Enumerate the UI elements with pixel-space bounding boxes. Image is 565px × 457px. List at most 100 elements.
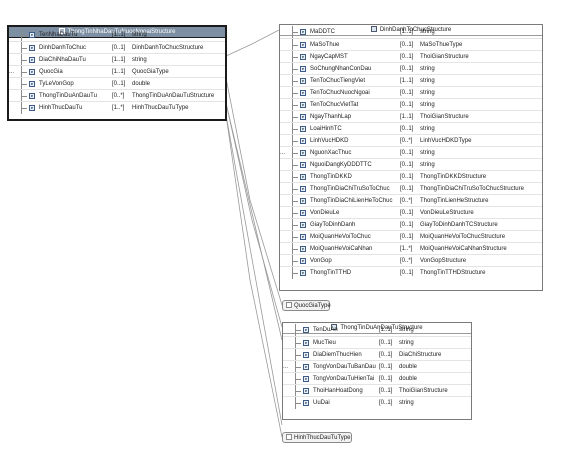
tree-connector [290, 231, 300, 243]
element-type: string [420, 66, 435, 72]
element-type: HinhThucDauTuType [132, 105, 189, 111]
collapse-marker[interactable]: ... [280, 150, 286, 156]
tree-connector [19, 102, 29, 114]
element-type: string [420, 126, 435, 132]
tree-connector [290, 195, 300, 207]
element-type: string [420, 102, 435, 108]
element-name: TongVonDauTuBanDau [313, 364, 376, 370]
element-icon: e [300, 198, 306, 204]
element-icon: e [300, 186, 306, 192]
element-icon: e [29, 93, 35, 99]
simple-type-icon [286, 302, 292, 309]
complex-type-icon [331, 324, 338, 331]
element-cardinality: [0..1] [112, 81, 126, 87]
element-type: MaSoThueType [420, 42, 463, 48]
tree-connector [290, 99, 300, 111]
element-type: ThoiGianStructure [420, 54, 469, 60]
type-ref-hinh-thuc[interactable]: HinhThucDauTuType [282, 432, 352, 443]
tree-connector [293, 337, 303, 349]
collapse-marker[interactable]: ... [9, 69, 15, 75]
tree-connector [19, 29, 29, 41]
element-name: DiaDiemThucHien [313, 352, 362, 358]
element-icon: e [300, 246, 306, 252]
element-type: ThongTinTTHDStructure [420, 270, 486, 276]
tree-connector [19, 90, 29, 102]
element-name: TenNhaDauTu [39, 32, 78, 38]
element-type: string [420, 162, 435, 168]
element-name: UuDai [313, 400, 330, 406]
element-type: DiaChiStructure [399, 352, 442, 358]
element-icon: e [29, 57, 35, 63]
element-cardinality: [0..1] [112, 45, 126, 51]
tree-connector [290, 26, 300, 38]
element-name: ThoiHanHoatDong [313, 388, 363, 394]
element-cardinality: [1..*] [400, 246, 413, 252]
element-type: ThoiGianStructure [420, 114, 469, 120]
connector-duan-b [225, 102, 283, 341]
structure-header[interactable]: DinhDanhToChucStructure [280, 25, 542, 36]
element-icon: e [300, 150, 306, 156]
element-cardinality: [1..1] [112, 57, 126, 63]
element-row[interactable]: e SoChungNhanConDau [0..1] string [280, 62, 542, 75]
element-cardinality: [0..1] [400, 66, 414, 72]
element-icon: e [300, 162, 306, 168]
element-cardinality: [0..1] [400, 222, 414, 228]
type-ref-quoc-gia[interactable]: QuocGiaType [282, 300, 331, 311]
element-icon: e [300, 114, 306, 120]
element-cardinality: [0..1] [400, 42, 414, 48]
element-icon: e [300, 66, 306, 72]
structure-header[interactable]: ThongTinNhaDauTuNuocNgoaiStructure [9, 27, 225, 38]
element-cardinality: [0..1] [379, 376, 393, 382]
tree-connector [19, 78, 29, 90]
element-type: string [420, 90, 435, 96]
element-cardinality: [0..1] [400, 210, 414, 216]
structure-header[interactable]: ThongTinDuAnDauTuStructure [283, 323, 471, 334]
tree-connector [293, 324, 303, 336]
element-icon: e [300, 174, 306, 180]
element-icon: e [29, 81, 35, 87]
element-type: VonGopStructure [420, 258, 467, 264]
element-icon: e [29, 105, 35, 111]
collapse-marker[interactable]: ... [283, 364, 289, 370]
tree-connector [290, 255, 300, 267]
tree-connector [19, 54, 29, 66]
element-name: SoChungNhanConDau [310, 66, 372, 72]
